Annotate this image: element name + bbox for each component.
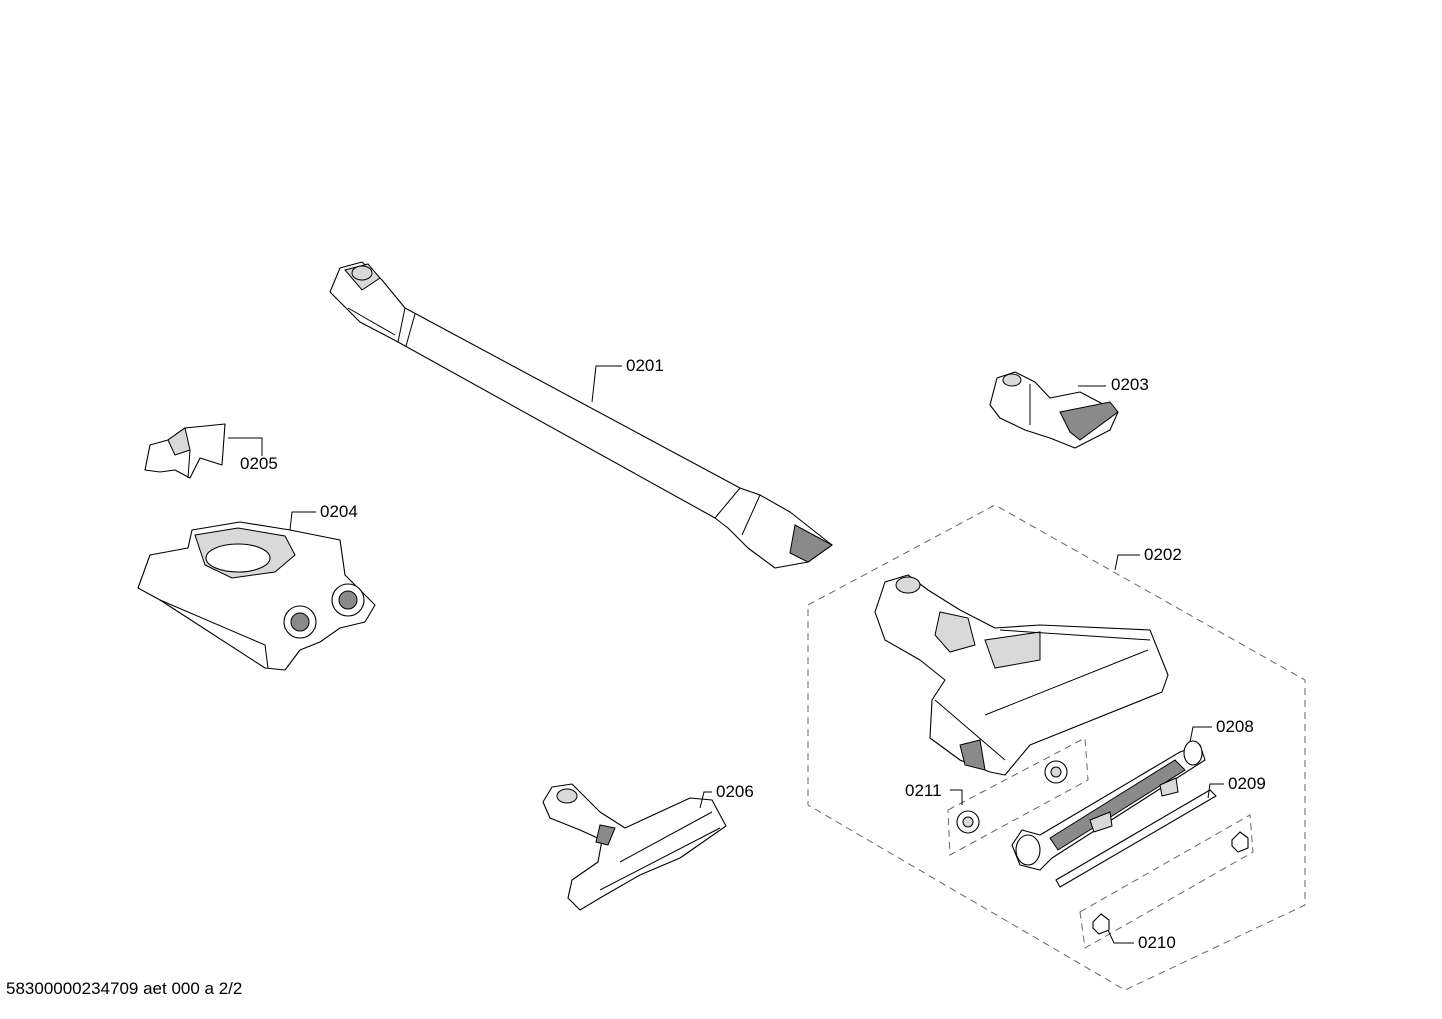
leader-0204 (289, 511, 316, 531)
label-0201: 0201 (626, 356, 664, 375)
document-reference: 58300000234709 aet 000 a 2/2 (6, 979, 243, 998)
label-0203: 0203 (1111, 375, 1149, 394)
part-0201-tube[interactable] (329, 261, 833, 569)
label-0202: 0202 (1144, 545, 1182, 564)
part-0208-brush-roll[interactable] (1011, 740, 1206, 871)
leader-0202 (1114, 554, 1140, 571)
part-0209-strip[interactable] (1055, 789, 1217, 888)
part-0211-wheels[interactable] (956, 760, 1068, 834)
label-0208: 0208 (1216, 717, 1254, 736)
part-0210-caps[interactable] (1092, 831, 1249, 935)
label-0211: 0211 (905, 781, 942, 800)
leader-0205 (228, 437, 263, 456)
part-0204-holder[interactable] (137, 521, 376, 671)
part-0206-floor-nozzle[interactable] (542, 783, 727, 911)
leader-0208 (1189, 726, 1212, 743)
label-0206: 0206 (716, 782, 754, 801)
leader-0201 (591, 365, 622, 403)
leader-0209 (1207, 783, 1224, 799)
label-0209: 0209 (1228, 774, 1266, 793)
leader-0206 (699, 791, 712, 809)
part-0205-clip[interactable] (144, 423, 226, 479)
part-0203-brush-nozzle[interactable] (989, 371, 1119, 449)
label-0205: 0205 (240, 454, 278, 473)
assembly-0202-boundary (807, 504, 1306, 991)
label-0204: 0204 (320, 502, 358, 521)
leader-0211 (950, 789, 963, 805)
leader-0210 (1107, 929, 1134, 944)
group-0211-boundary (947, 737, 1089, 856)
part-0202-motorized-head[interactable] (874, 574, 1169, 776)
group-0210-boundary (1079, 814, 1254, 949)
label-0210: 0210 (1138, 933, 1176, 952)
